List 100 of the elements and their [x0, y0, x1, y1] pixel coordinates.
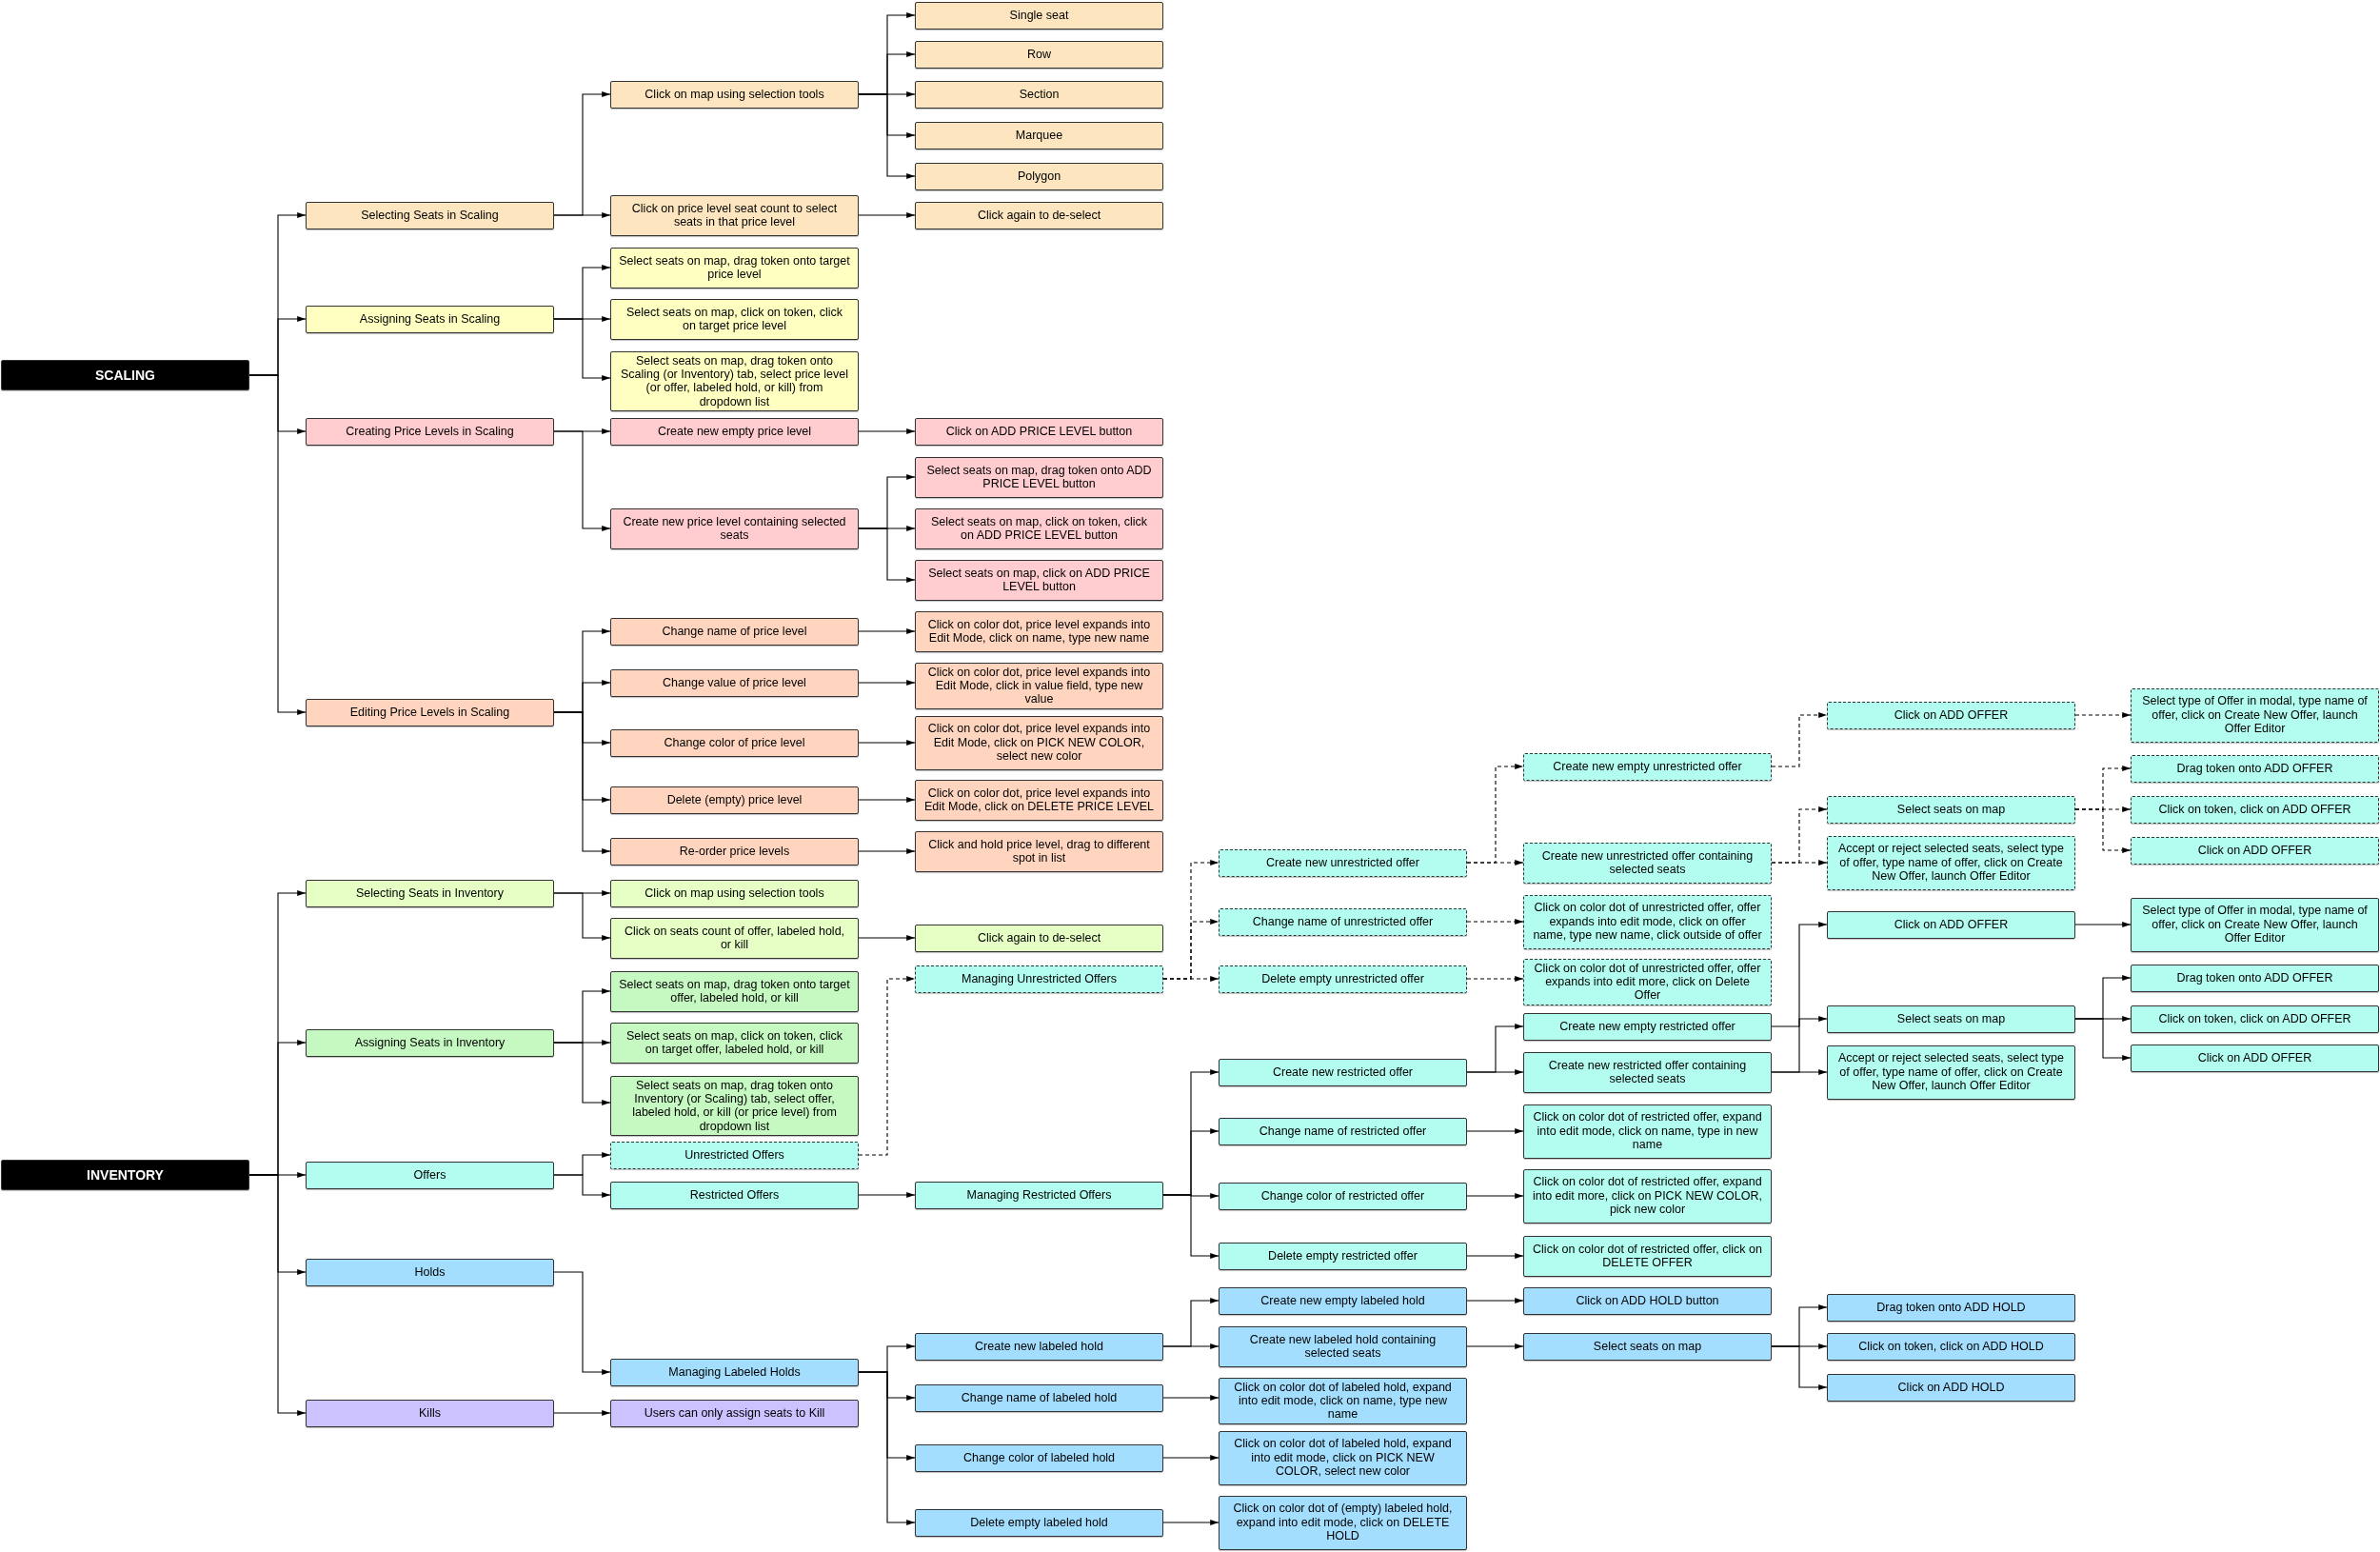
process-box: Click on ADD HOLD button: [1523, 1286, 1772, 1315]
process-box: Re-order price levels: [610, 837, 859, 866]
process-box: Click on color dot of (empty) labeled hold, expand into edit mode, click on DELETE HOLD: [1219, 1495, 1467, 1550]
process-box: Select seats on map, click on token, click on target price level: [610, 298, 859, 340]
connector-arrow: [553, 211, 611, 219]
process-box: Marquee: [915, 121, 1163, 149]
process-box: Change name of labeled hold: [915, 1383, 1163, 1412]
connector-arrow: [553, 430, 611, 532]
process-box: Accept or reject selected seats, select type of offer, type name of offer, click on Create New Offer, launch Offer Editor: [1827, 835, 2075, 890]
connector-arrow: [1771, 1345, 1828, 1391]
process-box: Selecting Seats in Inventory: [306, 879, 554, 907]
process-box: Assigning Seats in Scaling: [306, 305, 554, 333]
process-box: Select seats on map, click on token, click on target offer, labeled hold, or kill: [610, 1022, 859, 1064]
process-box: Click on ADD HOLD: [1827, 1373, 2075, 1402]
process-box: Delete empty labeled hold: [915, 1508, 1163, 1537]
process-box: Click on ADD OFFER: [2131, 836, 2379, 865]
process-box: Drag token onto ADD OFFER: [2131, 754, 2379, 783]
connector-arrow: [858, 527, 916, 584]
connector-arrow: [248, 1174, 307, 1417]
connector-arrow: [858, 627, 916, 635]
connector-arrow: [1771, 859, 1828, 866]
connector-arrow: [858, 847, 916, 855]
process-box: Click on token, click on ADD HOLD: [1827, 1332, 2075, 1361]
process-box: Holds: [306, 1258, 554, 1286]
connector-arrow: [553, 1409, 611, 1417]
process-box: Users can only assign seats to Kill: [610, 1399, 859, 1427]
process-box: Click on token, click on ADD OFFER: [2131, 795, 2379, 824]
process-box: Click and hold price level, drag to different spot in list: [915, 830, 1163, 872]
process-box: Click again to de-select: [915, 201, 1163, 229]
connector-arrow: [1466, 918, 1524, 925]
connector-arrow: [858, 428, 916, 435]
connector-arrow: [2074, 921, 2132, 928]
process-box: Select type of Offer in modal, type name of offer, click on Create New Offer, launch Offer Editor: [2131, 687, 2379, 743]
connector-arrow: [858, 679, 916, 686]
connector-arrow: [553, 318, 611, 382]
connector-arrow: [1466, 1343, 1524, 1350]
connector-arrow: [553, 711, 611, 855]
connector-arrow: [1771, 1068, 1828, 1076]
process-box: Click on color dot, price level expands into Edit Mode, click on DELETE PRICE LEVEL: [915, 779, 1163, 821]
process-box: Click on color dot of unrestricted offer, offer expands into edit mode, click on offer name, type new name, click outside of offer: [1523, 894, 1772, 949]
process-box: Select seats on map, drag token onto target price level: [610, 247, 859, 289]
process-box: Click on seats count of offer, labeled hold, or kill: [610, 917, 859, 959]
connector-arrow: [1162, 1194, 1220, 1260]
process-box: Click on price level seat count to select seats in that price level: [610, 194, 859, 236]
connector-arrow: [1466, 1192, 1524, 1200]
process-box: Click on map using selection tools: [610, 80, 859, 109]
process-box: Unrestricted Offers: [610, 1141, 859, 1169]
process-box: Click on color dot, price level expands into Edit Mode, click in value field, type new value: [915, 662, 1163, 709]
process-box: Managing Labeled Holds: [610, 1358, 859, 1386]
process-box: Select seats on map: [1523, 1332, 1772, 1361]
connector-arrow: [2074, 808, 2132, 854]
connector-arrow: [1162, 1454, 1220, 1462]
connector-arrow: [858, 934, 916, 942]
connector-arrow: [858, 93, 916, 180]
process-box: Kills: [306, 1399, 554, 1427]
connector-arrow: [2074, 711, 2132, 719]
category-box: INVENTORY: [1, 1160, 249, 1190]
connector-arrow: [1162, 1519, 1220, 1526]
process-box: Row: [915, 40, 1163, 69]
connector-arrow: [553, 892, 611, 942]
process-box: Click on color dot of labeled hold, expand into edit mode, click on name, type new name: [1219, 1377, 1467, 1424]
process-box: Click on map using selection tools: [610, 879, 859, 907]
process-box: Select type of Offer in modal, type name of offer, click on Create New Offer, launch Offer Editor: [2131, 897, 2379, 952]
process-box: Create new labeled hold: [915, 1332, 1163, 1361]
connector-arrow: [858, 211, 916, 219]
process-box: Change name of restricted offer: [1219, 1117, 1467, 1145]
process-box: Single seat: [915, 1, 1163, 30]
process-box: Click on ADD OFFER: [1827, 910, 2075, 939]
connector-arrow: [858, 796, 916, 804]
connector-arrow: [553, 1174, 611, 1199]
process-box: Select seats on map, click on token, click on ADD PRICE LEVEL button: [915, 507, 1163, 549]
process-box: Select seats on map, drag token onto ADD PRICE LEVEL button: [915, 456, 1163, 498]
connector-arrow: [1466, 859, 1524, 866]
connector-arrow: [858, 739, 916, 746]
process-box: Click on color dot of restricted offer, expand into edit mode, click on name, type in new name: [1523, 1104, 1772, 1159]
connector-arrow: [858, 1191, 916, 1199]
process-box: Create new empty labeled hold: [1219, 1286, 1467, 1315]
process-box: Select seats on map: [1827, 1005, 2075, 1033]
process-box: Select seats on map, drag token onto Inventory (or Scaling) tab, select offer, labeled hold, or kill (or price level) from dropdown list: [610, 1075, 859, 1136]
process-box: Drag token onto ADD OFFER: [2131, 964, 2379, 992]
connector-arrow: [2074, 1018, 2132, 1062]
process-box: Select seats on map: [1827, 795, 2075, 824]
process-box: Polygon: [915, 162, 1163, 190]
process-box: Click again to de-select: [915, 924, 1163, 952]
process-box: Change color of restricted offer: [1219, 1182, 1467, 1210]
process-box: Offers: [306, 1161, 554, 1189]
process-box: Select seats on map, drag token onto Scaling (or Inventory) tab, select price level (or offer, labeled hold, or kill) from dropdown list: [610, 350, 859, 411]
process-box: Click on color dot of restricted offer, click on DELETE OFFER: [1523, 1235, 1772, 1277]
process-box: Change name of price level: [610, 617, 859, 646]
process-box: Restricted Offers: [610, 1181, 859, 1209]
process-box: Create new empty price level: [610, 417, 859, 446]
connector-arrow: [1466, 1297, 1524, 1304]
connector-arrow: [1466, 1068, 1524, 1076]
process-box: Click on token, click on ADD OFFER: [2131, 1005, 2379, 1033]
connector-arrow: [553, 1042, 611, 1106]
process-box: Change name of unrestricted offer: [1219, 907, 1467, 936]
process-box: Creating Price Levels in Scaling: [306, 417, 554, 446]
process-box: Select seats on map, click on ADD PRICE LEVEL button: [915, 559, 1163, 601]
connector-arrow: [248, 374, 307, 716]
process-box: Select seats on map, drag token onto target offer, labeled hold, or kill: [610, 970, 859, 1012]
